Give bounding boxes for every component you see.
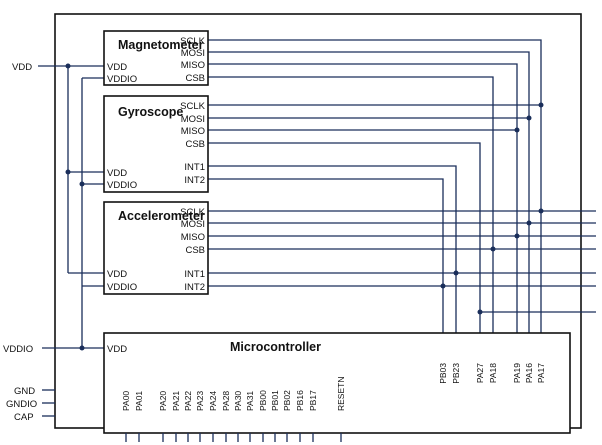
accel-pin-vdd: VDD <box>107 269 127 280</box>
junction-dots <box>65 63 544 351</box>
mcu-pin-pb02: PB02 <box>282 390 292 411</box>
microcontroller-block: Microcontroller VDD PB03 PB23 PA27 PA18 … <box>103 332 571 434</box>
mag-pin-vddio: VDDIO <box>107 74 137 85</box>
accelerometer-block: Accelerometer VDD VDDIO SCLK MOSI MISO C… <box>103 201 209 295</box>
gyroscope-title: Gyroscope <box>118 105 183 119</box>
accel-pin-mosi: MOSI <box>181 219 205 230</box>
ext-vddio-label: VDDIO <box>3 344 33 355</box>
mcu-pin-pa28: PA28 <box>221 391 231 411</box>
magnetometer-block: Magnetometer VDD VDDIO SCLK MOSI MISO CS… <box>103 30 209 86</box>
mcu-pin-pa19: PA19 <box>512 363 522 383</box>
wires <box>38 39 596 417</box>
mcu-pin-pb01: PB01 <box>270 390 280 411</box>
mcu-pin-pa24: PA24 <box>208 391 218 411</box>
mcu-pin-pa18: PA18 <box>488 363 498 383</box>
gyroscope-block: Gyroscope VDD VDDIO SCLK MOSI MISO CSB I… <box>103 95 209 193</box>
accel-pin-int2: INT2 <box>184 282 205 293</box>
gyro-pin-csb: CSB <box>185 139 205 150</box>
mcu-pin-pa21: PA21 <box>171 391 181 411</box>
mcu-pin-pa30: PA30 <box>233 391 243 411</box>
mcu-pin-pa22: PA22 <box>183 391 193 411</box>
ext-vdd-label: VDD <box>12 62 32 73</box>
magnetometer-title: Magnetometer <box>118 38 204 52</box>
mcu-pin-pa16: PA16 <box>524 363 534 383</box>
mag-pin-vdd: VDD <box>107 62 127 73</box>
mcu-pin-pa31: PA31 <box>245 391 255 411</box>
gyro-pin-mosi: MOSI <box>181 114 205 125</box>
accel-pin-vddio: VDDIO <box>107 282 137 293</box>
mcu-pin-pa17: PA17 <box>536 363 546 383</box>
mcu-pin-resetn: RESETN <box>336 377 346 411</box>
gyro-pin-int2: INT2 <box>184 175 205 186</box>
mag-pin-csb: CSB <box>185 73 205 84</box>
accelerometer-title: Accelerometer <box>118 209 205 223</box>
mcu-pin-pb17: PB17 <box>308 390 318 411</box>
mcu-pin-pb03: PB03 <box>438 363 448 384</box>
mag-pin-miso: MISO <box>181 60 205 71</box>
mcu-pin-pb23: PB23 <box>451 363 461 384</box>
mag-pin-sclk: SCLK <box>180 36 205 47</box>
accel-pin-csb: CSB <box>185 245 205 256</box>
gyro-pin-miso: MISO <box>181 126 205 137</box>
ext-gndio-label: GNDIO <box>6 399 37 410</box>
mcu-pin-pa27: PA27 <box>475 363 485 383</box>
mcu-pin-pa00: PA00 <box>121 391 131 411</box>
mcu-pin-pa01: PA01 <box>134 391 144 411</box>
accel-pin-int1: INT1 <box>184 269 205 280</box>
gyro-pin-int1: INT1 <box>184 162 205 173</box>
mcu-pin-vdd: VDD <box>107 344 127 355</box>
gyro-pin-sclk: SCLK <box>180 101 205 112</box>
mcu-pin-pb00: PB00 <box>258 390 268 411</box>
gyro-pin-vddio: VDDIO <box>107 180 137 191</box>
microcontroller-title: Microcontroller <box>230 340 321 354</box>
mcu-pin-pa23: PA23 <box>195 391 205 411</box>
accel-pin-miso: MISO <box>181 232 205 243</box>
mcu-pin-pa20: PA20 <box>158 391 168 411</box>
ext-gnd-label: GND <box>14 386 35 397</box>
ext-cap-label: CAP <box>14 412 34 423</box>
mcu-bottom-stubs <box>125 433 342 442</box>
gyro-pin-vdd: VDD <box>107 168 127 179</box>
mcu-pin-pb16: PB16 <box>295 390 305 411</box>
accel-pin-sclk: SCLK <box>180 207 205 218</box>
mag-pin-mosi: MOSI <box>181 48 205 59</box>
